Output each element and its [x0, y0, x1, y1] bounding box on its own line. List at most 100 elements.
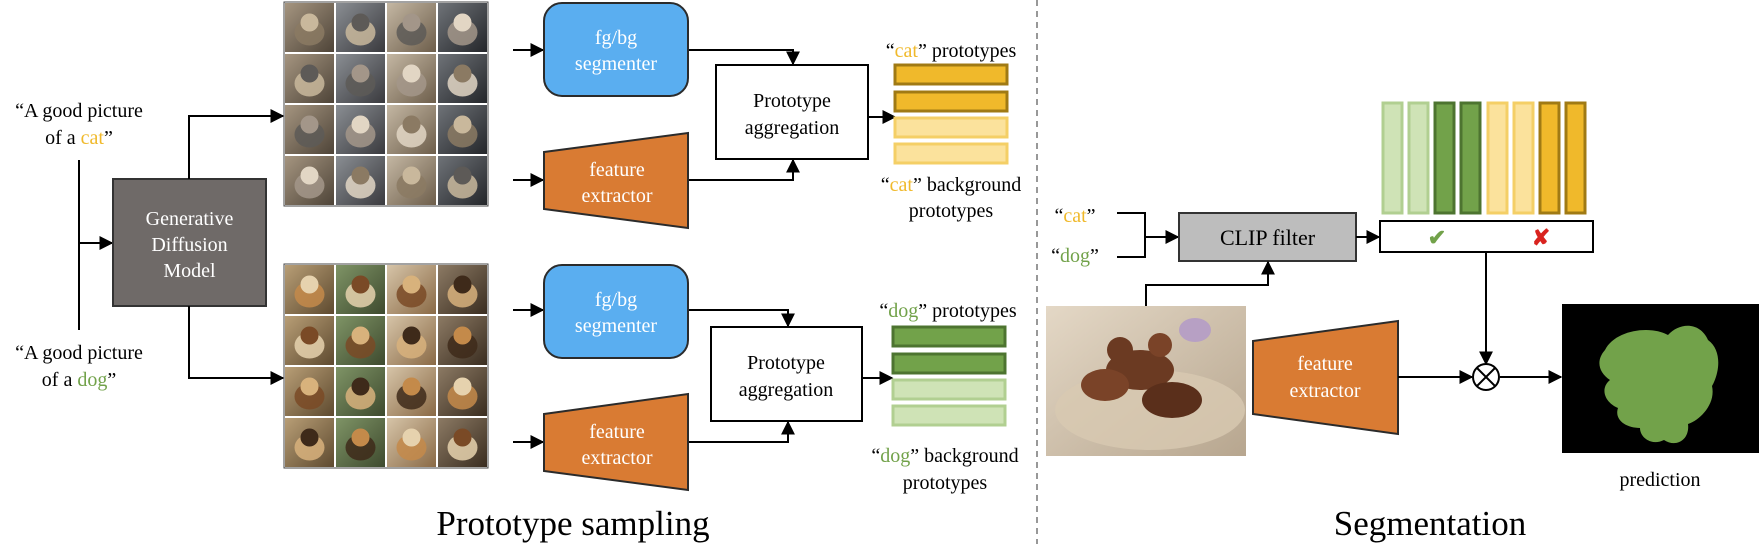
seg-input-dog-word: dog — [1060, 245, 1090, 267]
dog-image-thumbnail — [387, 265, 436, 314]
cat-branch-arrows — [513, 43, 897, 187]
dog-prototypes-word: dog — [888, 300, 918, 322]
filtered-prototype-bars — [1381, 101, 1587, 215]
model-to-grids-arrows — [188, 109, 285, 385]
section-title-segmentation: Segmentation — [1334, 504, 1526, 543]
dog-prompt-post: ” — [107, 369, 116, 391]
cat-prompt-post: ” — [104, 127, 113, 149]
seg-extractor-line1: feature — [1297, 353, 1353, 375]
dog-segmenter-line2: segmenter — [575, 315, 658, 337]
dog-close-quote: ” — [918, 300, 927, 322]
seg-input-cat-word: cat — [1063, 205, 1087, 227]
seg-cat-open-quote: “ — [1054, 205, 1063, 227]
gen-model-line1: Generative — [146, 208, 234, 230]
dog-feature-extractor: feature extractor — [543, 392, 689, 492]
clip-filter: CLIP filter — [1178, 212, 1357, 262]
cat-bg-rest: background — [922, 174, 1021, 196]
dog-image-thumbnail — [387, 418, 436, 467]
cat-image-thumbnail — [387, 3, 436, 52]
dog-image-thumbnail — [438, 367, 487, 416]
prediction-mask — [1562, 304, 1759, 453]
dog-bg-close-quote: ” — [910, 445, 919, 467]
dog-aggregation-line1: Prototype — [747, 352, 825, 374]
cat-prompt-line2: of a cat” — [45, 127, 113, 149]
dog-prototypes-rest: prototypes — [927, 300, 1017, 322]
cat-segmenter-line1: fg/bg — [595, 27, 637, 49]
seg-class-inputs: “cat” “dog” — [1051, 205, 1099, 267]
gen-model-line2: Diffusion — [151, 234, 227, 256]
cat-image-thumbnail — [387, 156, 436, 205]
cat-image-thumbnail — [438, 54, 487, 103]
cat-prompt-word: cat — [81, 127, 105, 149]
image-to-clip-arrow — [1145, 260, 1275, 306]
dog-bg-open-quote: “ — [871, 445, 880, 467]
cat-image-thumbnail — [336, 3, 385, 52]
cat-open-quote: “ — [886, 40, 895, 62]
dog-prompt-line1: “A good picture — [15, 342, 143, 364]
seg-cat-close-quote: ” — [1087, 205, 1096, 227]
cat-image-thumbnail — [387, 105, 436, 154]
generative-diffusion-model: Generative Diffusion Model — [112, 178, 267, 307]
dog-image-thumbnail — [285, 418, 334, 467]
dog-segmenter-line1: fg/bg — [595, 289, 637, 311]
seg-feature-extractor: feature extractor — [1252, 319, 1399, 436]
dog-image-thumbnail — [285, 316, 334, 365]
cat-aggregation-line1: Prototype — [753, 90, 831, 112]
cat-image-thumbnail — [438, 105, 487, 154]
cat-prototype-bars — [893, 63, 1009, 165]
cat-prototypes-rest: prototypes — [927, 40, 1017, 62]
dog-bg-word: dog — [880, 445, 910, 467]
cat-close-quote: ” — [918, 40, 927, 62]
dog-extractor-line1: feature — [589, 421, 645, 443]
dog-background-prototypes-label: “dog” background prototypes — [871, 445, 1018, 494]
filter-result-box: ✔ ✘ — [1379, 220, 1594, 253]
cat-image-thumbnail — [336, 54, 385, 103]
cat-bg-open-quote: “ — [881, 174, 890, 196]
cat-image-thumbnail — [336, 156, 385, 205]
dog-aggregation-line2: aggregation — [739, 379, 833, 401]
cat-bg-line1: “cat” background — [881, 174, 1022, 196]
dog-image-thumbnail — [387, 367, 436, 416]
section-title-prototype-sampling: Prototype sampling — [436, 504, 709, 543]
cat-bg-word: cat — [890, 174, 914, 196]
dog-prototype-aggregation: Prototype aggregation — [710, 326, 863, 422]
dog-image-thumbnail — [285, 367, 334, 416]
dog-image-thumbnail — [438, 418, 487, 467]
cat-fg-bg-segmenter: fg/bg segmenter — [543, 2, 689, 97]
seg-extractor-line2: extractor — [1289, 380, 1360, 402]
dog-image-thumbnail — [387, 316, 436, 365]
dog-image-grid — [283, 263, 489, 469]
cat-image-thumbnail — [285, 156, 334, 205]
cat-prompt-pre: of a — [45, 127, 81, 149]
cat-prompt-line1: “A good picture — [15, 100, 143, 122]
cat-prototype-aggregation: Prototype aggregation — [715, 64, 869, 160]
cat-image-thumbnail — [438, 156, 487, 205]
cat-image-thumbnail — [285, 54, 334, 103]
cat-image-thumbnail — [285, 3, 334, 52]
dog-prompt: “A good picture of a dog” — [15, 342, 143, 391]
seg-dog-close-quote: ” — [1090, 245, 1099, 267]
cat-prompt: “A good picture of a cat” — [15, 100, 143, 149]
input-image — [1046, 306, 1246, 456]
cat-image-thumbnail — [285, 105, 334, 154]
dog-extractor-line2: extractor — [581, 447, 652, 469]
cat-background-prototypes-label: “cat” background prototypes — [881, 174, 1022, 222]
check-mark: ✔ — [1428, 225, 1446, 250]
cat-aggregation-line2: aggregation — [745, 117, 839, 139]
dog-image-thumbnail — [438, 265, 487, 314]
multiply-operator-icon — [1472, 363, 1500, 391]
dog-prototypes-label: “dog” prototypes — [879, 300, 1016, 322]
cat-image-thumbnail — [336, 105, 385, 154]
dog-image-thumbnail — [336, 265, 385, 314]
dog-fg-bg-segmenter: fg/bg segmenter — [543, 264, 689, 359]
dog-image-thumbnail — [336, 316, 385, 365]
seg-input-connector — [1117, 212, 1180, 258]
dog-image-thumbnail — [336, 418, 385, 467]
cat-extractor-line2: extractor — [581, 185, 652, 207]
gen-model-line3: Model — [163, 260, 216, 282]
clip-filter-label: CLIP filter — [1220, 225, 1316, 250]
cat-image-grid — [283, 1, 489, 207]
cat-prototypes-word: cat — [895, 40, 919, 62]
